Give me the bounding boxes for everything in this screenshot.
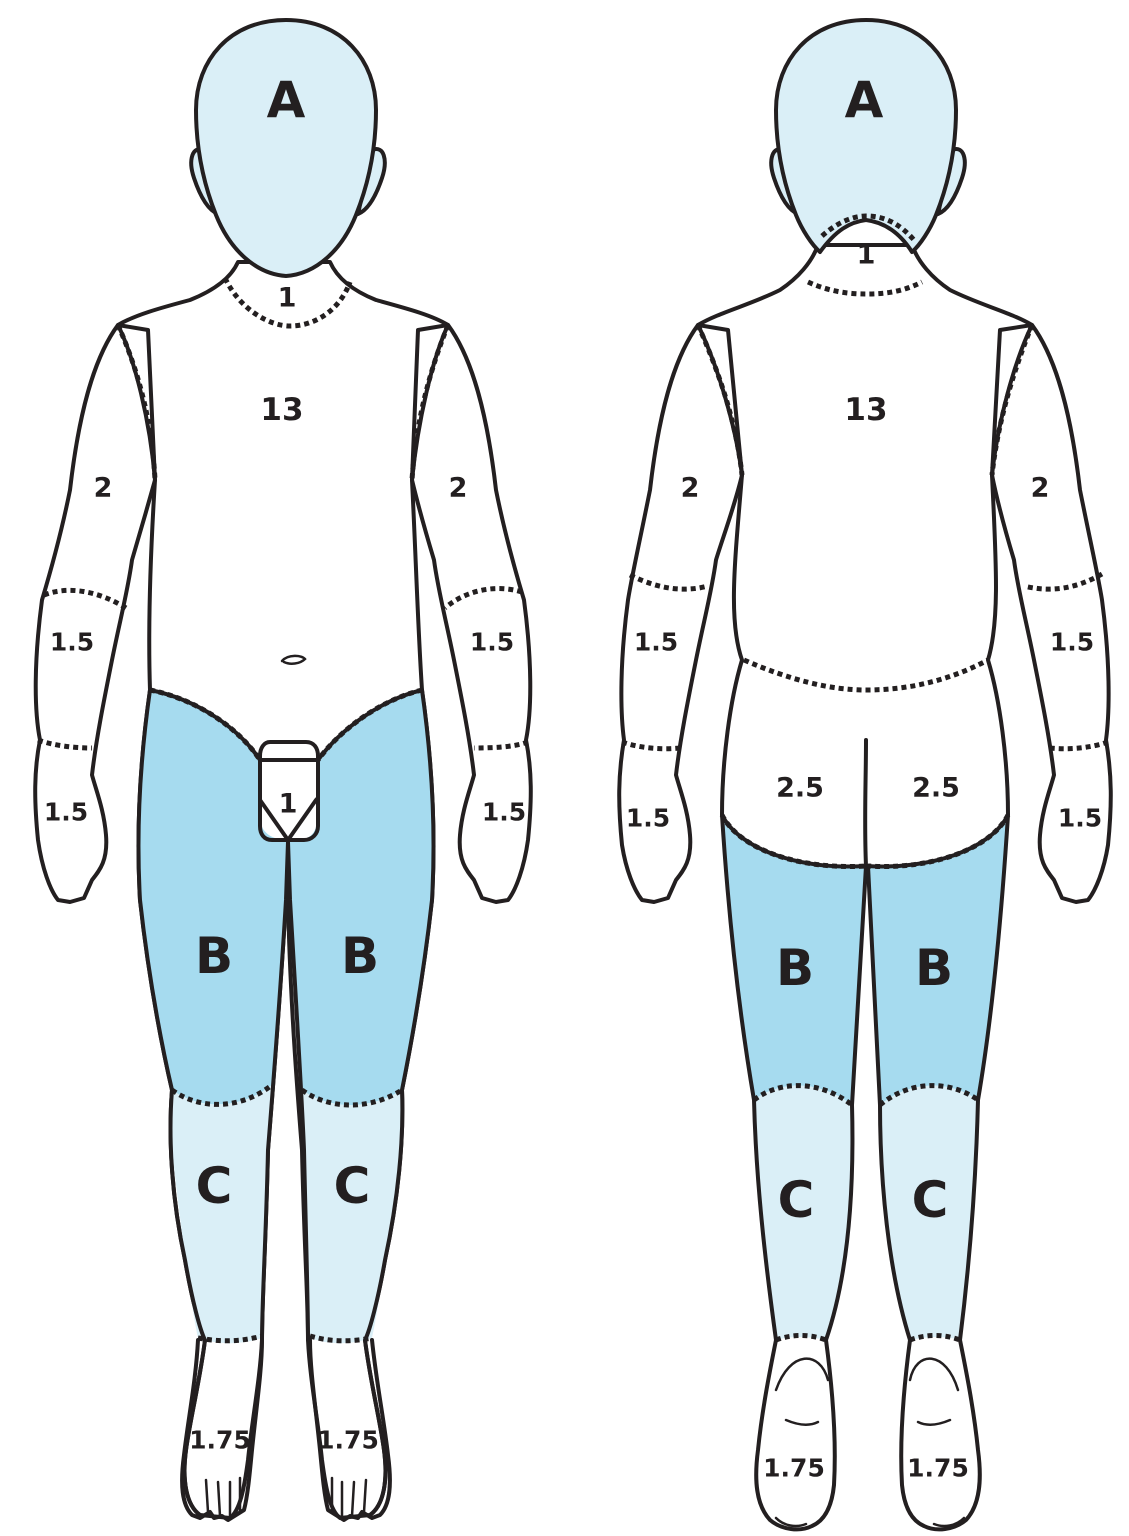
front-lower-leg-left-label: C (334, 1157, 371, 1215)
back-forearm-left-label: 1.5 (634, 628, 678, 657)
back-gluteal-cleft (865, 740, 866, 866)
front-thigh-left-label: B (341, 927, 379, 985)
front-head-label: A (267, 71, 306, 129)
front-genital-label: 1 (279, 789, 298, 820)
front-thigh-right-label: B (195, 927, 233, 985)
front-foot-right-label: 1.75 (189, 1426, 251, 1455)
back-buttock-left-label: 2.5 (776, 773, 824, 804)
back-foot-right-label: 1.75 (907, 1454, 969, 1483)
back-hand-right-label: 1.5 (1058, 804, 1102, 833)
back-hand-left-label: 1.5 (626, 804, 670, 833)
back-thigh-left-label: B (776, 939, 814, 997)
front-toe-lines (206, 1478, 366, 1516)
back-heel-lines (776, 1359, 964, 1526)
back-upper-arm-right-label: 2 (1031, 473, 1050, 504)
back-head-label: A (845, 71, 884, 129)
back-lower-leg-left-label: C (778, 1171, 815, 1229)
back-buttock-right-label: 2.5 (912, 773, 960, 804)
front-hand-right-label: 1.5 (44, 798, 88, 827)
back-thigh-right-label: B (915, 939, 953, 997)
front-lower-leg-region-c-left (302, 1090, 402, 1343)
front-upper-arm-left-label: 2 (449, 473, 468, 504)
back-lower-leg-right-label: C (912, 1171, 949, 1229)
front-forearm-left-label: 1.5 (470, 628, 514, 657)
front-trunk-label: 13 (260, 392, 303, 428)
back-figure: A 1 13 2 2 1.5 1.5 1.5 1.5 2.5 2.5 B B C… (619, 20, 1111, 1529)
front-head (196, 20, 376, 276)
back-trunk-label: 13 (844, 392, 887, 428)
front-trunk (118, 262, 448, 760)
front-lower-leg-right-label: C (196, 1157, 233, 1215)
back-neck-label: 1 (857, 240, 876, 271)
front-navel (282, 656, 305, 664)
front-upper-arm-right-label: 2 (94, 473, 113, 504)
front-neck-label: 1 (278, 283, 297, 314)
back-upper-arm-left-label: 2 (681, 473, 700, 504)
front-forearm-right-label: 1.5 (50, 628, 94, 657)
front-hand-left-label: 1.5 (482, 798, 526, 827)
front-figure: A 1 13 2 2 1.5 1.5 1.5 1.5 1 B B C C 1.7… (35, 20, 531, 1520)
front-foot-left-label: 1.75 (317, 1426, 379, 1455)
back-foot-left-label: 1.75 (763, 1454, 825, 1483)
back-forearm-right-label: 1.5 (1050, 628, 1094, 657)
